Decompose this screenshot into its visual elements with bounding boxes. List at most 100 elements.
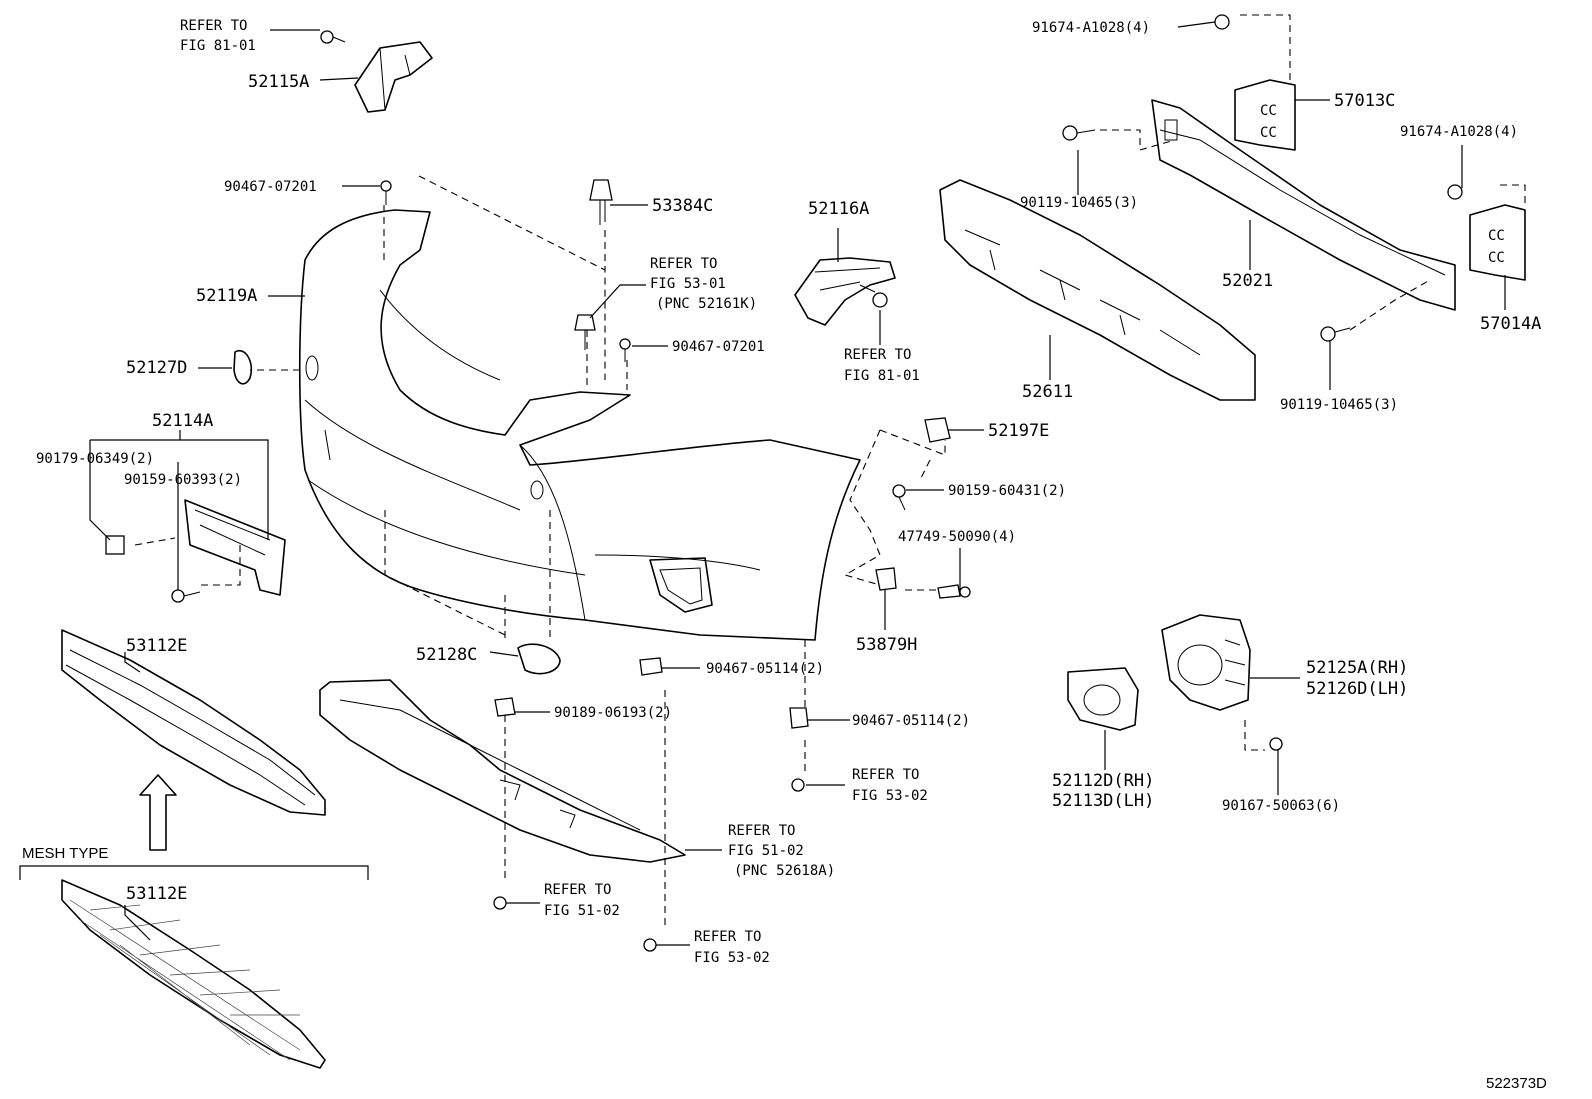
bolt-icon	[1214, 14, 1230, 30]
label-90167-50063: 90167-50063(6)	[1222, 798, 1340, 814]
label-47749-50090: 47749-50090(4)	[898, 529, 1016, 545]
label-52611: 52611	[1022, 382, 1073, 402]
label-53384C: 53384C	[652, 196, 713, 216]
refer-fig81-01-top-line2: FIG 81-01	[180, 38, 256, 54]
bolt-icon	[872, 292, 888, 308]
clip-90467-05114-b	[789, 707, 809, 729]
svg-text:CC: CC	[1488, 250, 1505, 266]
bracket-57013C: CC CC	[1214, 14, 1296, 151]
label-52197E: 52197E	[988, 421, 1049, 441]
label-52113D: 52113D(LH)	[1052, 791, 1154, 811]
bolt-icon	[1269, 737, 1283, 751]
bumper-cover-52119A	[298, 209, 861, 641]
label-52126D: 52126D(LH)	[1306, 679, 1408, 699]
screw-fig53-02-low	[643, 938, 657, 952]
screw-fig51-02-low	[493, 896, 507, 910]
part-labels: REFER TO FIG 81-01 52115A 90467-07201 53…	[22, 18, 1547, 1092]
leader-lines	[89, 21, 1506, 946]
label-52125A: 52125A(RH)	[1306, 658, 1408, 678]
refer-fig53-01-line3: (PNC 52161K)	[656, 296, 757, 312]
clip-52161K	[574, 314, 596, 350]
mesh-type-bracket	[19, 865, 369, 880]
energy-absorber-52611	[939, 179, 1256, 401]
engine-under-cover	[319, 679, 686, 863]
label-91674-A1028-a: 91674-A1028(4)	[1032, 20, 1150, 36]
retainer-53879H	[875, 567, 897, 591]
refer-fig53-02-low-line2: FIG 53-02	[694, 950, 770, 966]
refer-fig81-01-top-line1: REFER TO	[180, 18, 247, 34]
label-52116A: 52116A	[808, 199, 869, 219]
label-57013C: 57013C	[1334, 91, 1395, 111]
screw-90159-60431	[892, 484, 906, 511]
svg-text:CC: CC	[1488, 228, 1505, 244]
label-52112D: 52112D(RH)	[1052, 771, 1154, 791]
refer-fig51-02-line3: (PNC 52618A)	[734, 863, 835, 879]
refer-fig53-02-mid-line2: FIG 53-02	[852, 788, 928, 804]
license-bracket-52114A	[105, 499, 286, 603]
label-52021: 52021	[1222, 271, 1273, 291]
cap-52128C	[517, 643, 561, 675]
clip-53384C	[589, 179, 613, 225]
label-90159-60431: 90159-60431(2)	[948, 483, 1066, 499]
clip-90467-05114-a	[639, 657, 663, 676]
retainer-52197E	[924, 417, 951, 443]
refer-fig51-02-line1: REFER TO	[728, 823, 795, 839]
cap-52127D	[233, 349, 253, 385]
lower-grille-53112E	[61, 629, 326, 816]
refer-fig53-02-low-line1: REFER TO	[694, 929, 761, 945]
diagram-id: 522373D	[1486, 1075, 1547, 1092]
refer-fig81-01-mid-line1: REFER TO	[844, 347, 911, 363]
label-90119-10465-b: 90119-10465(3)	[1280, 397, 1398, 413]
screw-90467-07201-a	[380, 180, 392, 205]
screw-fig53-02-mid	[791, 778, 805, 792]
label-52127D: 52127D	[126, 358, 187, 378]
label-53112E-a: 53112E	[126, 636, 187, 656]
mesh-type-label: MESH TYPE	[22, 845, 108, 862]
bolt-icon	[320, 30, 334, 44]
bracket-57014A: CC CC	[1447, 184, 1526, 281]
svg-text:CC: CC	[1260, 125, 1277, 141]
bracket-52115A	[320, 30, 433, 113]
fog-bezel-52112D	[1067, 667, 1139, 731]
label-91674-A1028-b: 91674-A1028(4)	[1400, 124, 1518, 140]
label-52115A: 52115A	[248, 72, 309, 92]
label-52114A: 52114A	[152, 411, 213, 431]
bolt-icon	[171, 589, 185, 603]
label-52119A: 52119A	[196, 286, 257, 306]
svg-text:CC: CC	[1260, 103, 1277, 119]
label-90119-10465-a: 90119-10465(3)	[1020, 195, 1138, 211]
refer-fig81-01-mid-line2: FIG 81-01	[844, 368, 920, 384]
refer-fig51-02-low-line2: FIG 51-02	[544, 903, 620, 919]
label-90159-60393: 90159-60393(2)	[124, 472, 242, 488]
bracket-52116A	[794, 257, 896, 326]
bolt-icon	[1447, 184, 1463, 200]
bolt-90119-b	[1320, 326, 1351, 342]
screw-47749-50090	[937, 584, 971, 599]
label-90467-07201-a: 90467-07201	[224, 179, 317, 195]
label-90179-06349: 90179-06349(2)	[36, 451, 154, 467]
reinforcement-52021	[1151, 99, 1456, 311]
bolt-90119-a	[1062, 125, 1096, 141]
label-53879H: 53879H	[856, 635, 917, 655]
label-90467-05114-a: 90467-05114(2)	[706, 661, 824, 677]
fog-bracket-52125A	[1161, 614, 1283, 751]
fog-lamp-opening	[649, 557, 713, 613]
refer-fig53-01-line1: REFER TO	[650, 256, 717, 272]
refer-fig51-02-low-line1: REFER TO	[544, 882, 611, 898]
refer-fig53-01-line2: FIG 53-01	[650, 276, 726, 292]
label-53112E-b: 53112E	[126, 884, 187, 904]
refer-fig53-02-mid-line1: REFER TO	[852, 767, 919, 783]
label-90189-06193: 90189-06193(2)	[554, 705, 672, 721]
label-57014A: 57014A	[1480, 314, 1541, 334]
clip-90189-06193	[494, 697, 516, 717]
label-52128C: 52128C	[416, 645, 477, 665]
arrow-up-icon	[139, 774, 177, 851]
assembly-dashed-lines	[134, 14, 1526, 930]
refer-fig51-02-line2: FIG 51-02	[728, 843, 804, 859]
label-90467-07201-b: 90467-07201	[672, 339, 765, 355]
lower-grille-53112E-mesh	[61, 879, 326, 1069]
label-90467-05114-b: 90467-05114(2)	[852, 713, 970, 729]
screw-90467-07201-b	[619, 338, 631, 362]
